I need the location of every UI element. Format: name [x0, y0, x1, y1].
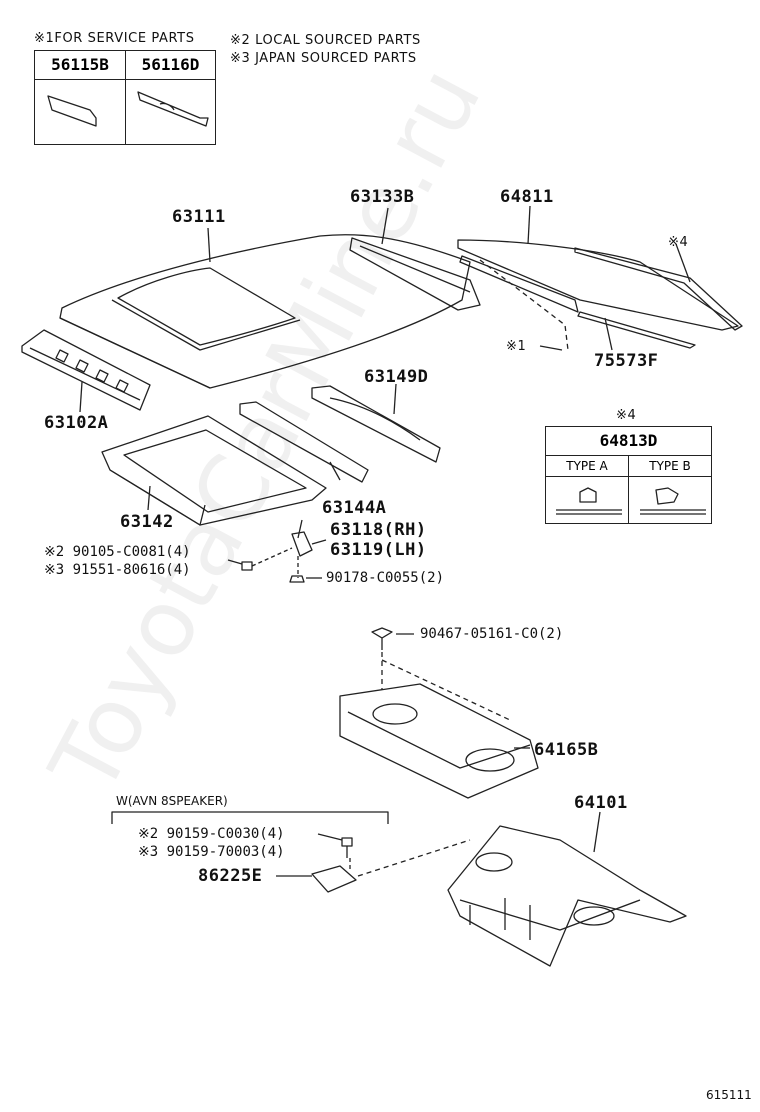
roof-rail-rear — [349, 237, 481, 311]
back-window-glass — [457, 239, 743, 349]
front-header-panel — [21, 329, 151, 411]
callout-75573f: 75573F — [594, 351, 659, 371]
leader-63142 — [147, 485, 151, 511]
leader-bolt — [227, 559, 243, 565]
callout-63102a: 63102A — [44, 413, 109, 433]
leader-63144a — [329, 461, 341, 481]
callout-bolt-local: ※2 90105-C0081(4) — [44, 544, 191, 560]
callout-64811: 64811 — [500, 187, 554, 207]
bracket-63118 — [291, 531, 313, 557]
roof-reinforcement-rear — [311, 385, 441, 463]
leader-64101 — [593, 811, 601, 853]
type-a-picture — [556, 487, 622, 515]
leader-bracket — [297, 519, 303, 539]
leader-63118 — [311, 539, 327, 545]
nut-icon — [289, 575, 305, 583]
callout-63144a: 63144A — [322, 498, 387, 518]
leader-63133b — [381, 207, 389, 245]
callout-bolt-japan: ※3 91551-80616(4) — [44, 562, 191, 578]
callout-86225e: 86225E — [198, 866, 263, 886]
avn-group-label: W(AVN 8SPEAKER) — [116, 794, 228, 808]
sunroof-reinforcement-frame — [101, 415, 327, 526]
callout-63142: 63142 — [120, 512, 174, 532]
callout-64101: 64101 — [574, 793, 628, 813]
dashed-service-line — [479, 259, 569, 351]
local-sourced-note: ※2 LOCAL SOURCED PARTS — [230, 33, 421, 48]
callout-clip: 90467-05161-C0(2) — [420, 626, 564, 642]
service-part-56115b-picture — [47, 95, 97, 127]
type-a-label: TYPE A — [566, 459, 608, 473]
service-part-56116d: 56116D — [125, 51, 215, 79]
callout-mark1: ※1 — [506, 339, 527, 354]
type-b-picture — [640, 487, 706, 515]
callout-63119-lh: 63119(LH) — [330, 540, 427, 560]
leader-63111 — [207, 227, 211, 263]
callout-screw-japan: ※3 90159-70003(4) — [138, 844, 285, 860]
type-b-label: TYPE B — [649, 459, 691, 473]
callout-nut: 90178-C0055(2) — [326, 570, 445, 586]
japan-sourced-note: ※3 JAPAN SOURCED PARTS — [230, 51, 417, 66]
service-part-56115b: 56115B — [35, 51, 126, 79]
bolt-icon — [241, 561, 253, 571]
service-parts-table: 56115B 56116D — [34, 50, 216, 145]
dashed-bolt-line — [251, 547, 293, 567]
package-tray-trim — [447, 825, 687, 967]
leader-mark1 — [539, 345, 563, 351]
dashed-clip-line — [381, 652, 511, 721]
leader-63102a — [79, 381, 83, 413]
dashed-speaker-line — [357, 839, 471, 877]
callout-64165b: 64165B — [534, 740, 599, 760]
callout-63118-rh: 63118(RH) — [330, 520, 427, 540]
table-divider — [628, 455, 629, 523]
callout-63111: 63111 — [172, 207, 226, 227]
leader-64811 — [527, 205, 531, 245]
figure-id: 615111 — [706, 1088, 752, 1102]
table-divider — [125, 79, 126, 145]
roof-reinforcement-center — [239, 401, 369, 483]
type-table-note: ※4 — [616, 408, 637, 423]
callout-mark4: ※4 — [668, 235, 689, 250]
leader-63149d — [393, 383, 397, 415]
screw-icon — [341, 837, 353, 858]
leader-75573f — [604, 317, 613, 351]
speaker-bracket — [311, 865, 357, 893]
leader-mark4 — [675, 243, 691, 283]
callout-screw-local: ※2 90159-C0030(4) — [138, 826, 285, 842]
roof-panel — [59, 234, 471, 389]
avn-group-bracket — [111, 811, 389, 824]
callout-63133b: 63133B — [350, 187, 415, 207]
type-table: 64813D TYPE A TYPE B — [545, 426, 712, 524]
service-parts-note: ※1FOR SERVICE PARTS — [34, 31, 195, 46]
package-tray-panel — [339, 683, 539, 799]
callout-63149d: 63149D — [364, 367, 429, 387]
type-table-header: 64813D — [599, 431, 658, 450]
leader-screw — [317, 833, 343, 841]
service-part-56116d-picture — [137, 91, 209, 127]
clip-icon — [371, 627, 393, 650]
